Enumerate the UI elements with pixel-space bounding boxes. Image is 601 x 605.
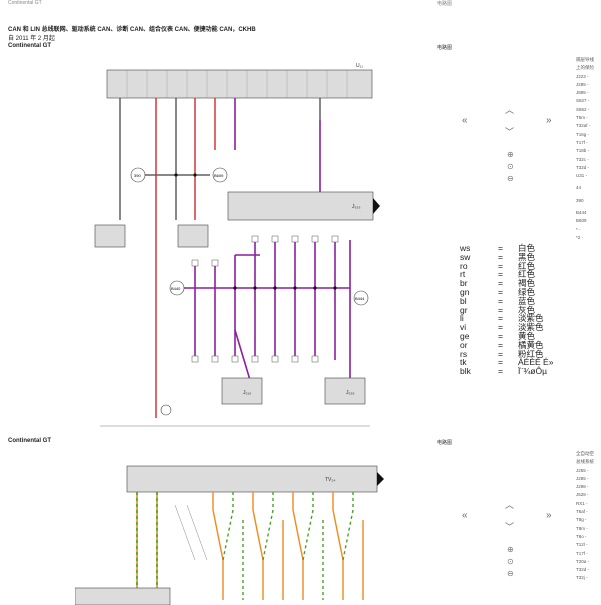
control-unit-box [227,191,374,221]
legend-row: or=橘黄色 [460,339,544,350]
plan-label-2: 电路图 [437,440,453,446]
fuse-list-1: 隔层导线 上的保险 J223 - J285 - J895 - S827 - S8… [576,57,594,240]
top-cut-model: Continental GT [8,0,42,6]
legend-row: gr=灰色 [460,304,536,315]
j-bottom-a: J₅₁₉ [243,390,251,396]
unit-label-2: TV₂₄ [325,477,335,483]
legend-row: bl=蓝色 [460,295,536,306]
next-page-button-2[interactable]: » [546,510,552,521]
circle-390: 390 [134,173,141,178]
circle-b440: B440 [171,286,181,291]
unit-box-2 [126,465,378,493]
zoom-reset-icon-2[interactable]: ⊙ [507,557,514,566]
color-legend: ws=白色 sw=黑色 ro=红色 rt=红色 br=褐色 gn=绿色 bl=蓝… [460,244,553,376]
legend-row: rs=粉红色 [460,348,544,359]
wiring-diagram-2[interactable]: TV₂₄ [75,460,385,605]
scroll-up-button[interactable]: ︿ [505,105,515,115]
legend-row: tk=ÀÉÈÉ É» [460,357,554,368]
prev-page-button[interactable]: « [462,115,468,126]
page-title: CAN 和 LIN 总线联网、驱动系统 CAN、诊断 CAN、组合仪表 CAN、… [8,27,256,33]
legend-row: blk=Ï¨¾øÔµ [460,366,547,377]
j-label-right: J₅₃₃ [352,204,361,210]
model-label-2: Continental GT [8,438,51,444]
prev-page-button-2[interactable]: « [462,510,468,521]
model-label: Continental GT [8,43,51,49]
legend-row: vi=淡紫色 [460,322,544,333]
plan-label-1: 电路图 [437,45,453,51]
j-bottom-b: J₅₃₉ [346,390,355,396]
top-cut-plan: 电路图 [437,1,453,7]
legend-row: ro=红色 [460,260,536,271]
legend-row: br=褐色 [460,278,536,289]
zoom-in-icon[interactable]: ⊕ [507,150,514,159]
next-page-button[interactable]: » [546,115,552,126]
zoom-in-icon-2[interactable]: ⊕ [507,545,514,554]
scroll-up-button-2[interactable]: ︿ [505,500,515,510]
legend-row: rt=红色 [460,269,536,280]
scroll-down-button-2[interactable]: ﹀ [505,522,515,532]
unit-label: U₁₁ [356,63,363,69]
legend-row: sw=黑色 [460,251,536,262]
circle-b609: B609 [214,173,224,178]
legend-row: gn=绿色 [460,286,536,297]
zoom-out-icon[interactable]: ⊖ [507,174,514,183]
unit-box [106,69,373,99]
scroll-down-button[interactable]: ﹀ [505,127,515,137]
legend-row: ws=白色 [460,243,536,253]
legend-row: li=淡紫色 [460,313,544,324]
legend-row: ge=黄色 [460,330,536,341]
circle-b444: B444 [355,296,365,301]
page-subtitle: 自 2011 年 2 月起 [8,36,55,42]
fuse-list-2: 全自动空 总线系统 J255 - J285 - J298 - J528 - RX… [576,451,594,581]
wiring-diagram-1[interactable]: U₁₁ J₅₃₃ J₅₁₉ J₅₃₉ [80,60,380,430]
zoom-out-icon-2[interactable]: ⊖ [507,569,514,578]
zoom-reset-icon[interactable]: ⊙ [507,162,514,171]
